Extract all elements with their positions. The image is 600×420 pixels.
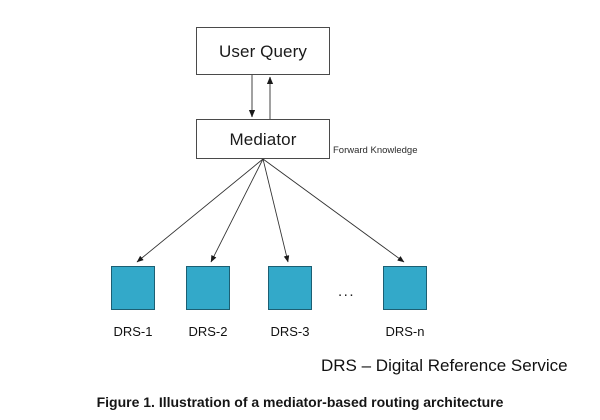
edge-mediator-to-drs-1 <box>136 158 264 263</box>
legend-drs-expansion: DRS – Digital Reference Service <box>321 356 568 375</box>
service-label-drs-2: DRS-2 <box>188 324 228 339</box>
service-box-drs-n[interactable] <box>383 266 427 310</box>
service-box-drs-1[interactable] <box>111 266 155 310</box>
edge-mediator-to-drs-3 <box>262 158 290 263</box>
forward-knowledge-annotation: Forward Knowledge <box>333 145 418 156</box>
service-box-drs-3[interactable] <box>268 266 312 310</box>
services-ellipsis: ... <box>338 283 356 300</box>
service-label-drs-n: DRS-n <box>385 324 425 339</box>
node-mediator-label: Mediator <box>229 129 297 149</box>
node-mediator[interactable]: Mediator <box>196 119 330 159</box>
service-label-drs-3: DRS-3 <box>270 324 310 339</box>
figure-caption: Figure 1. Illustration of a mediator-bas… <box>96 394 504 410</box>
node-user-query[interactable]: User Query <box>196 27 330 75</box>
service-label-drs-1: DRS-1 <box>113 324 153 339</box>
service-box-drs-2[interactable] <box>186 266 230 310</box>
edge-mediator-to-drs-n <box>262 158 405 263</box>
edge-mediator-to-drs-2 <box>210 158 264 263</box>
node-user-query-label: User Query <box>219 41 307 61</box>
